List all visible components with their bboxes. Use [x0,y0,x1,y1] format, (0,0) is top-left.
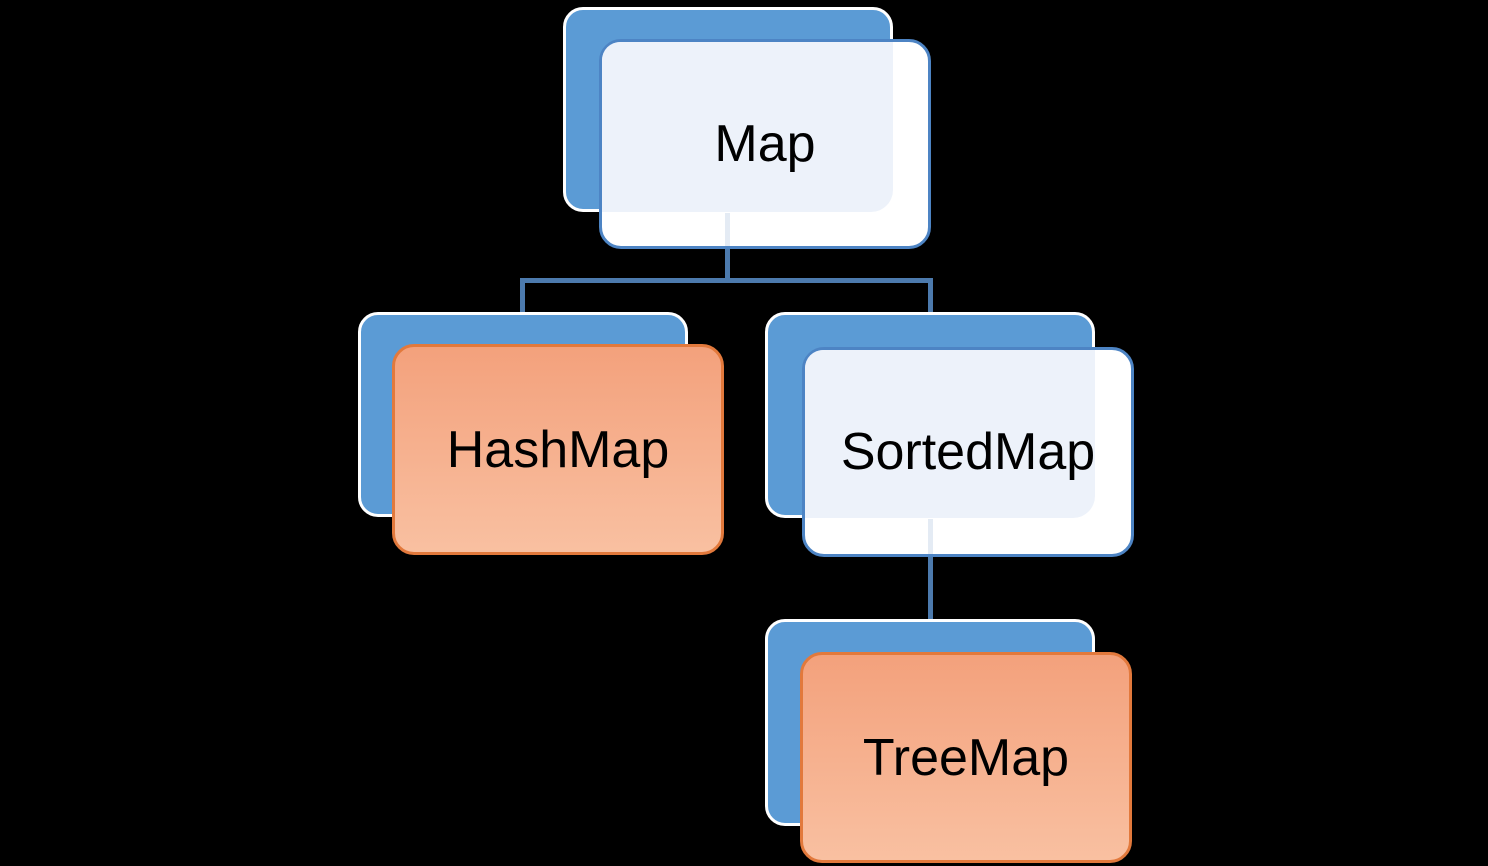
node-sortedmap-tint [805,350,1095,518]
connector-drop-sortedmap [928,278,933,315]
node-sortedmap-label: SortedMap [840,423,1096,481]
node-treemap-label: TreeMap [862,728,1070,787]
connector-sortedmap-stem-through-card [928,519,933,554]
connector-children-bar [520,278,933,283]
node-map-label: Map [714,115,816,173]
node-hashmap: HashMap [392,344,724,555]
connector-drop-hashmap [520,278,525,316]
connector-sortedmap-treemap [928,512,933,624]
node-map: Map [599,39,931,249]
node-sortedmap: SortedMap [802,347,1134,557]
node-hashmap-label: HashMap [446,420,670,479]
node-map-tint [602,42,893,212]
node-treemap: TreeMap [800,652,1132,863]
connector-map-stem-through-card [725,213,730,246]
